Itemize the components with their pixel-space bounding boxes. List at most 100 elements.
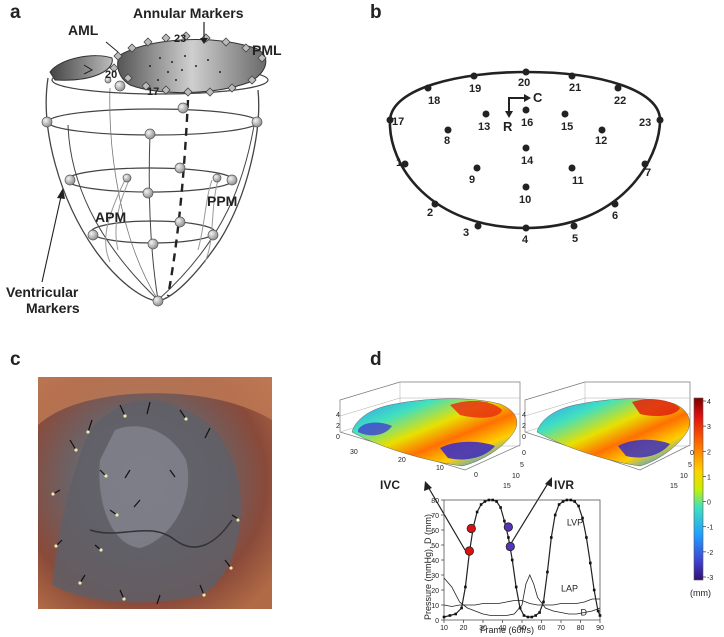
y-tick-label: 50 [431, 543, 439, 550]
lvp-point [454, 612, 457, 616]
annulus-point-label: 23 [639, 117, 651, 129]
annulus-point-label: 19 [469, 83, 481, 95]
ivr-ytick-4: 4 [522, 412, 526, 419]
leaflet-dots [149, 55, 221, 81]
aml-label: AML [68, 22, 99, 38]
colorbar-unit: (mm) [690, 588, 711, 598]
colorbar-tick-label: -2 [707, 550, 713, 557]
panel-c-label: c [10, 349, 21, 370]
annulus-point [656, 116, 664, 124]
annulus-point-label: 18 [428, 95, 440, 107]
annulus-point-label: 15 [561, 121, 573, 133]
annulus-point [570, 222, 578, 230]
phase-marker [505, 541, 515, 552]
y-tick-label: 0 [435, 618, 439, 625]
x-tick-label: 20 [460, 625, 468, 632]
x-tick-label: 40 [499, 625, 507, 632]
ivc-ytick-2: 2 [336, 423, 340, 430]
lvp-point [460, 606, 463, 610]
lvp-point [475, 510, 479, 514]
phase-marker [464, 546, 474, 556]
lvp-point [569, 498, 573, 502]
ivc-xtick-0: 0 [474, 472, 478, 479]
x-tick-label: 70 [557, 625, 565, 632]
annulus-point-label: 8 [444, 135, 450, 147]
ivr-ztick-10: 10 [680, 473, 688, 480]
aml-leaflet [49, 55, 113, 81]
annulus-point [482, 110, 490, 118]
meridian-right [157, 119, 256, 301]
panel-c: c [10, 349, 272, 609]
ivc-coolspot [440, 441, 495, 460]
y-tick-label: 70 [431, 513, 439, 520]
series-label-lap: LAP [561, 584, 578, 594]
lvp-point [483, 500, 487, 503]
ppm-muscle [197, 179, 219, 263]
annulus-point [611, 200, 619, 208]
ivc-xtick-30: 30 [350, 449, 358, 456]
x-tick-label: 10 [440, 625, 448, 632]
lvp-point [479, 503, 483, 506]
lvp-point [464, 585, 467, 589]
annulus-point-label: 9 [469, 174, 475, 186]
lvp-point [577, 504, 580, 508]
meridian-mid [148, 132, 159, 301]
lvp-point [589, 561, 592, 565]
valve-photo-highlight [99, 426, 189, 548]
ivc-arrow [426, 484, 466, 551]
colorbar [693, 397, 704, 581]
colorbar-tick-label: -1 [707, 525, 713, 532]
x-tick-label: 80 [577, 625, 585, 632]
annulus-point [474, 222, 482, 230]
y-tick-label: 20 [431, 588, 439, 595]
marker-20-label: 20 [105, 69, 117, 81]
ventricular-arrow [41, 191, 63, 283]
phase-marker [466, 523, 476, 534]
ventricular-arrowhead [57, 188, 65, 199]
annulus-point-label: 7 [645, 167, 651, 179]
direction-arrowhead-c [524, 94, 531, 102]
colorbar-tick-label: 2 [707, 449, 711, 456]
lvp-point [487, 498, 491, 502]
annulus-point [568, 72, 576, 80]
lvp-point [598, 614, 602, 617]
lvp-point [503, 519, 506, 523]
ivc-label: IVC [380, 478, 400, 492]
direction-arrow-c [508, 97, 526, 113]
annulus-point [522, 224, 530, 232]
lvp-point [534, 614, 537, 617]
annulus-point-label: 11 [572, 175, 584, 187]
annulus-point-label: 16 [521, 117, 533, 129]
ivc-ztick-10: 10 [512, 473, 520, 480]
ivr-ztick-0: 0 [690, 450, 694, 457]
annulus-point-label: 4 [522, 234, 529, 246]
lvp-point [542, 600, 545, 604]
x-tick-label: 50 [518, 625, 526, 632]
ivc-xtick-20: 20 [398, 457, 406, 464]
annulus-point [614, 84, 622, 92]
ivc-hotspot [450, 400, 502, 418]
annulus-point [473, 164, 481, 172]
panel-d: d 4 2 0 30 20 10 0 0 5 10 15 IVC [336, 349, 713, 635]
annulus-point [598, 126, 606, 134]
annulus-point [401, 160, 409, 168]
chart-markers [464, 522, 515, 556]
annulus-point-label: 3 [463, 227, 469, 239]
lvp-point [442, 615, 446, 619]
lvp-point [592, 588, 596, 592]
annulus-point-label: 20 [518, 77, 530, 89]
annulus-point [522, 144, 530, 152]
panel-d-label: d [370, 349, 382, 370]
lvp-point [491, 498, 494, 502]
annulus-point [424, 84, 432, 92]
lvp-point [561, 500, 565, 503]
y-tick-label: 80 [431, 498, 439, 505]
aml-pointer [105, 41, 119, 53]
chart-y-axis-label: Pressure (mmHg), D (mm) [423, 514, 433, 620]
annulus-point-label: 6 [612, 210, 618, 222]
